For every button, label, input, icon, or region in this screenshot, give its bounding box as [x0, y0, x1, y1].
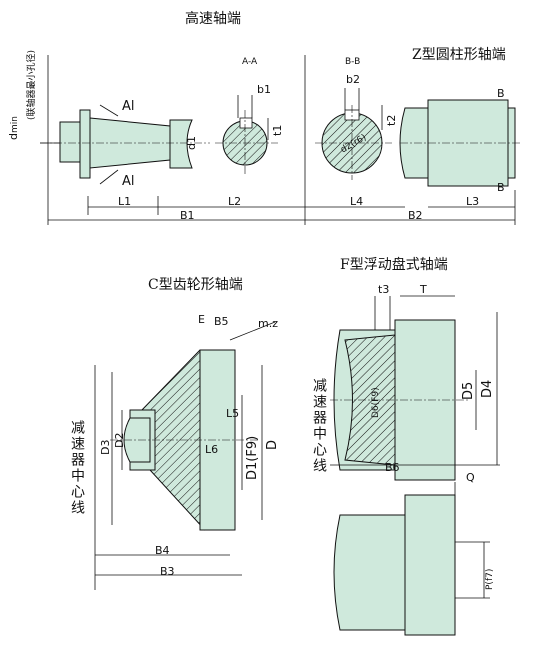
- title-f-type: F型浮动盘式轴端: [340, 257, 448, 273]
- label-aa: A-A: [242, 57, 258, 67]
- label-d2: D2: [113, 432, 126, 448]
- label-d1f9: D1(F9): [245, 435, 260, 480]
- high-speed-shaft: [40, 55, 305, 225]
- label-b1-key: b1: [257, 83, 271, 96]
- f-type-shaft: [330, 295, 500, 636]
- c-type-shaft: [94, 321, 276, 590]
- label-d3: D3: [99, 439, 112, 455]
- label-mz: m.z: [258, 317, 278, 330]
- label-bb: B-B: [345, 57, 361, 67]
- title-high-speed: 高速轴端: [185, 11, 241, 27]
- label-b2-total: B2: [408, 209, 423, 222]
- title-z-type: Z型圆柱形轴端: [412, 47, 506, 63]
- label-dmin-sub: min: [10, 116, 20, 134]
- label-l6: L6: [205, 443, 219, 456]
- label-q: Q: [466, 471, 475, 484]
- label-b-top: B: [497, 87, 505, 100]
- z-type-shaft: [304, 55, 520, 225]
- label-l5: L5: [226, 407, 240, 420]
- label-l2: L2: [228, 195, 242, 208]
- label-t3: t3: [378, 283, 390, 296]
- label-t2: t2: [385, 114, 398, 126]
- label-d6f9: D6(F9): [371, 387, 381, 418]
- label-l1: L1: [118, 195, 132, 208]
- label-dmin-d: d: [7, 133, 20, 140]
- label-e: E: [198, 313, 205, 326]
- section-b-b: [315, 88, 392, 180]
- label-b3: B3: [160, 565, 175, 578]
- label-b4: B4: [155, 544, 170, 557]
- label-b6: B6: [385, 461, 400, 474]
- title-c-type: C型齿轮形轴端: [148, 277, 243, 293]
- label-l4: L4: [350, 195, 364, 208]
- label-b1: B1: [180, 209, 195, 222]
- label-dmin: dmin: [7, 116, 20, 140]
- label-d5: D5: [461, 381, 476, 400]
- label-d1-left: d1: [185, 136, 198, 150]
- label-pf7: P(f7): [485, 568, 495, 590]
- label-t: T: [420, 283, 427, 296]
- label-d4: D4: [480, 379, 495, 398]
- label-b2: b2: [346, 73, 360, 86]
- label-d: D: [265, 439, 280, 450]
- label-l3: L3: [466, 195, 480, 208]
- label-dmin-note: (联轴器最小孔径): [27, 49, 37, 120]
- section-a-a: [215, 95, 278, 175]
- label-al-top: Al: [122, 99, 135, 114]
- label-reducer-center-c: 减速器中心线: [69, 420, 85, 516]
- label-al-bottom: Al: [122, 174, 135, 189]
- label-t1: t1: [271, 124, 284, 136]
- label-reducer-center-f: 减速器中心线: [311, 378, 327, 474]
- label-b5: B5: [214, 315, 229, 328]
- label-b-bottom: B: [497, 181, 505, 194]
